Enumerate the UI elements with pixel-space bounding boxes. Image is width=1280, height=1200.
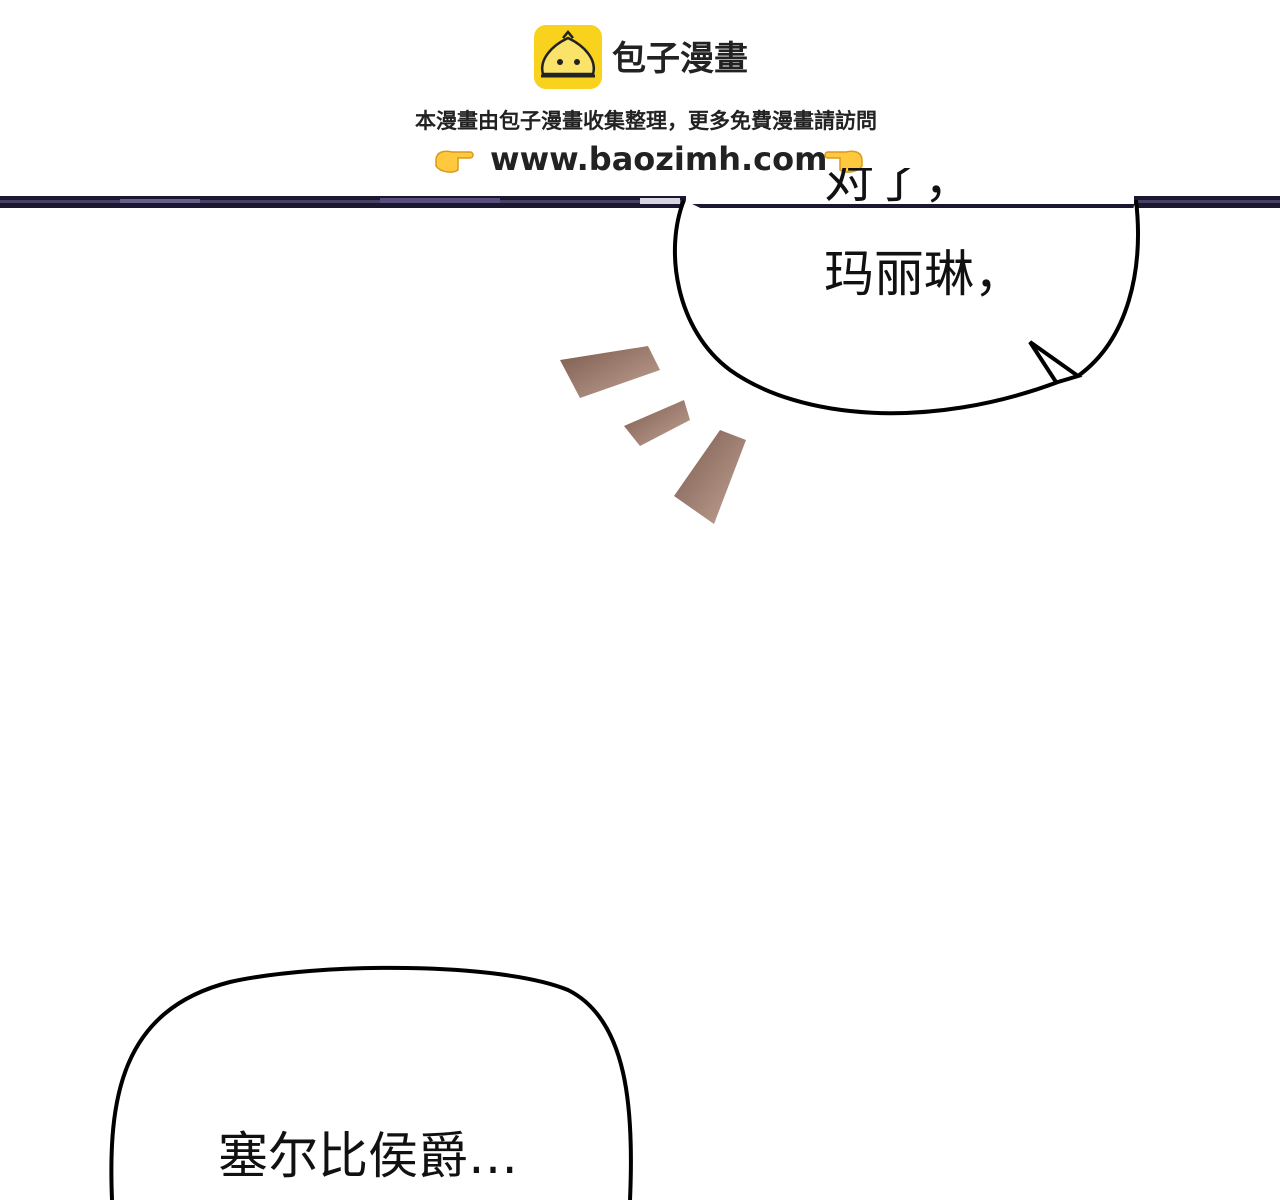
dialogue-bottom-line: 塞尔比侯爵…	[218, 1127, 518, 1185]
baozi-logo-icon	[534, 25, 602, 89]
pointing-left-hand-icon	[824, 150, 863, 173]
emphasis-marks	[560, 346, 746, 524]
dialogue-line-1: 对了，	[824, 168, 974, 209]
emphasis-mark	[624, 400, 690, 446]
watermark-url-row: www.baozimh.com	[430, 138, 870, 180]
pointing-right-hand-icon	[435, 150, 474, 173]
dialogue-line-2: 玛丽琳，	[824, 245, 1024, 303]
watermark-notice: 本漫畫由包子漫畫收集整理，更多免費漫畫請訪問	[415, 109, 877, 133]
speech-bubble-top	[673, 199, 1140, 416]
watermark-brand: 包子漫畫	[612, 39, 748, 79]
emphasis-mark	[560, 346, 660, 398]
emphasis-mark	[674, 430, 746, 524]
speech-bubble-bottom	[109, 965, 633, 1200]
watermark-url[interactable]: www.baozimh.com	[490, 140, 828, 178]
